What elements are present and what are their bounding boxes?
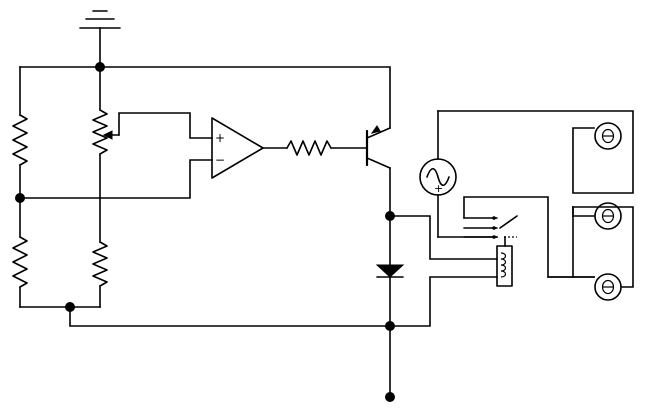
opamp: + − <box>211 117 264 179</box>
transistor <box>365 125 391 169</box>
transistor-arrow <box>370 125 381 134</box>
resistor-base <box>262 140 368 156</box>
relay <box>463 215 518 287</box>
resistor-r3 <box>12 197 28 308</box>
lamp-supply-wire <box>437 110 634 194</box>
bridge-mid-wire <box>19 159 213 199</box>
potentiometer <box>92 66 213 243</box>
junction-dots <box>15 62 395 402</box>
resistor-r4 <box>92 241 108 308</box>
opamp-minus-label: − <box>215 153 225 167</box>
bottom-rail-wire <box>69 276 498 327</box>
opamp-plus-label: + <box>215 131 225 145</box>
ac-source: + <box>419 110 498 238</box>
resistor-r1 <box>12 66 28 199</box>
ground-symbol <box>79 10 121 68</box>
coil-feed-wire <box>389 215 498 260</box>
lamp-3 <box>594 273 622 301</box>
lamp-1 <box>594 122 622 150</box>
diode <box>375 264 405 278</box>
top-rail-wire <box>19 66 391 129</box>
lamp-2 <box>594 202 622 230</box>
ac-source-plus-label: + <box>434 182 443 195</box>
